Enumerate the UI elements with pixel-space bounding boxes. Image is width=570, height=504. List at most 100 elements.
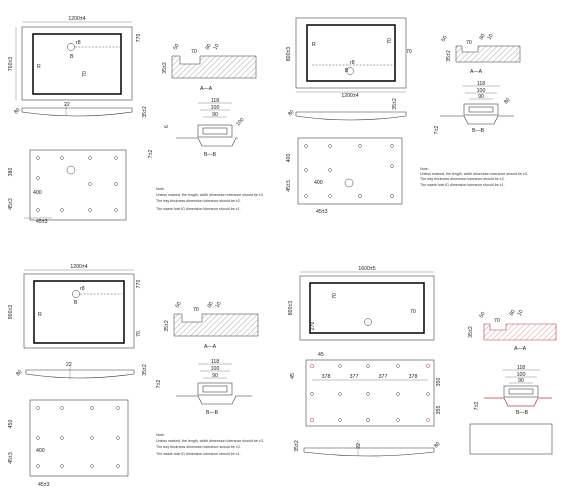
section-bb-1: 118 100 90 100 6 7±2 B—B (148, 98, 246, 158)
waste-dim-label: 70 (82, 71, 88, 77)
svg-text:80: 80 (15, 369, 23, 377)
side-edge-label: 80 (287, 109, 295, 117)
bottom-view-3: 450 400 45±3 45±3 (8, 399, 129, 488)
panel-1: 1200±4 760±3 770 70 r8 R B 22 80 35±2 38… (8, 16, 264, 225)
section-aa-title: A—A (200, 86, 213, 92)
svg-text:90: 90 (478, 94, 484, 100)
side-mid-label: 22 (64, 102, 70, 108)
svg-text:45±3: 45±3 (8, 452, 14, 464)
svg-text:7±2: 7±2 (474, 402, 480, 411)
radius-label: r8 (350, 60, 355, 66)
section-aa-d1: 70 (191, 49, 197, 55)
svg-text:A—A: A—A (204, 344, 217, 350)
svg-text:355: 355 (436, 406, 442, 415)
svg-text:10: 10 (517, 309, 525, 317)
svg-text:1200±4: 1200±4 (70, 264, 87, 270)
svg-text:35±2: 35±2 (164, 320, 170, 332)
svg-text:B—B: B—B (516, 410, 529, 416)
svg-text:70: 70 (193, 307, 199, 313)
section-aa-height: 35±2 (162, 62, 168, 74)
side-edge-label: 80 (13, 107, 21, 115)
svg-text:118: 118 (477, 81, 485, 87)
svg-text:35±2: 35±2 (294, 440, 300, 452)
plan-view-1: 1200±4 760±3 770 70 r8 R B (8, 16, 142, 101)
svg-text:400: 400 (36, 448, 45, 454)
svg-text:10: 10 (215, 301, 223, 309)
section-aa-2: 70 50 80 10 35±2 A—A (441, 33, 521, 75)
svg-text:35±2: 35±2 (142, 364, 148, 376)
section-bb-d2: 100 (211, 105, 220, 111)
side-profile-1: 22 80 35±2 (13, 102, 148, 118)
bottom-view-2: 400 400 45±3 45±3 (286, 137, 403, 215)
side-profile-3: 22 80 35±2 (15, 362, 148, 380)
svg-text:270: 270 (310, 322, 316, 331)
svg-text:70: 70 (410, 309, 416, 315)
svg-text:50: 50 (175, 301, 183, 309)
bottom-left-dim: 380 (8, 168, 14, 177)
blank-title-box (469, 423, 553, 455)
section-aa-d2: 50 (173, 43, 181, 51)
depth-dim-label: 760±3 (8, 57, 14, 72)
section-bb-2: 118 100 90 80 7±2 B—B (434, 81, 514, 134)
bottom-foot-dim: 45±3 (36, 219, 48, 225)
plan-view-2: 1200±4 800±3 70 70 r8 R B (286, 17, 412, 99)
section-bb-height: 7±2 (148, 150, 154, 159)
svg-text:The waste hole ID dimension to: The waste hole ID dimension tolerance sh… (156, 452, 241, 456)
svg-text:Note:: Note: (156, 187, 165, 191)
svg-text:80: 80 (509, 309, 517, 317)
edge-dim-label: 70 (406, 49, 412, 55)
width-dim-label: 1200±4 (341, 93, 358, 99)
svg-text:The waste hole ID dimension to: The waste hole ID dimension tolerance sh… (420, 183, 505, 187)
section-aa-d4: 10 (213, 43, 221, 51)
svg-text:B—B: B—B (206, 410, 219, 416)
bottom-foot-dim: 45±3 (316, 209, 328, 215)
svg-text:1600±5: 1600±5 (358, 266, 375, 272)
waste-hole (67, 43, 75, 51)
svg-text:70: 70 (136, 331, 142, 337)
side-profile-4: 22 80 35±2 (294, 440, 442, 457)
svg-text:Unless marked, the length, wid: Unless marked, the length, width dimensi… (156, 193, 264, 197)
waste-dim-label: 70 (387, 38, 393, 44)
edge-dim-label: 770 (136, 34, 142, 43)
section-bb-4: 118 100 90 7±2 B—B (474, 365, 552, 416)
svg-text:118: 118 (517, 365, 525, 371)
svg-text:377: 377 (350, 374, 359, 380)
svg-text:Note:: Note: (420, 167, 429, 171)
svg-text:80: 80 (433, 441, 441, 449)
svg-text:R: R (38, 312, 42, 318)
svg-text:r8: r8 (80, 286, 85, 292)
svg-text:A—A: A—A (514, 346, 527, 352)
svg-text:Unless marked, the length, wid: Unless marked, the length, width dimensi… (156, 439, 264, 443)
svg-text:70: 70 (466, 40, 472, 46)
svg-text:900±3: 900±3 (8, 305, 14, 320)
section-bb-d4: 100 (235, 117, 245, 127)
svg-text:Unless marked, the length, wid: Unless marked, the length, width dimensi… (420, 172, 528, 176)
svg-text:A—A: A—A (470, 69, 483, 75)
svg-text:770: 770 (136, 280, 142, 289)
svg-text:50: 50 (479, 311, 487, 319)
svg-text:80: 80 (503, 97, 511, 105)
svg-text:70: 70 (494, 318, 500, 324)
width-dim-label: 1200±4 (68, 16, 85, 22)
svg-text:22: 22 (356, 443, 362, 449)
svg-text:The waste hole ID dimension to: The waste hole ID dimension tolerance sh… (156, 207, 241, 211)
note-1: Note: Unless marked, the length, width d… (156, 187, 264, 211)
svg-text:450: 450 (8, 420, 14, 429)
side-height-label: 35±2 (392, 98, 398, 110)
svg-text:90: 90 (212, 373, 218, 379)
side-profile-2: 80 35±2 (287, 98, 407, 121)
panel-2: 1200±4 800±3 70 70 r8 R B 80 35±2 400 40… (286, 17, 528, 215)
svg-text:The tray thickness dimension t: The tray thickness dimension tolerance s… (420, 177, 505, 181)
svg-text:90: 90 (518, 378, 524, 384)
bottom-view-1: 380 400 45±3 45±3 (8, 149, 127, 225)
bottom-height-dim: 45±3 (8, 198, 14, 210)
svg-text:B—B: B—B (472, 128, 485, 134)
side-height-label: 35±2 (142, 106, 148, 118)
drain-label: B (70, 54, 74, 60)
section-bb-title: B—B (204, 152, 217, 158)
svg-text:The tray thickness dimension t: The tray thickness dimension tolerance s… (156, 199, 241, 203)
svg-text:35±2: 35±2 (446, 50, 452, 62)
svg-text:80: 80 (207, 301, 215, 309)
svg-text:80: 80 (479, 33, 487, 41)
